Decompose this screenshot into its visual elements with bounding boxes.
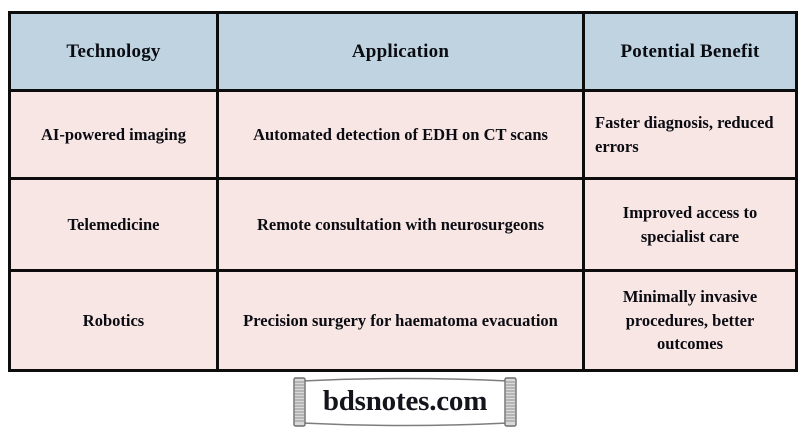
- table-row: Telemedicine Remote consultation with ne…: [8, 177, 798, 272]
- watermark-text: bdsnotes.com: [322, 384, 488, 417]
- cell-benefit: Faster diagnosis, reduced errors: [582, 89, 798, 180]
- table-header: Technology Application Potential Benefit: [8, 11, 798, 92]
- table-body: AI-powered imaging Automated detection o…: [8, 89, 798, 372]
- table-container: Technology Application Potential Benefit…: [8, 11, 798, 372]
- cell-application: Automated detection of EDH on CT scans: [216, 89, 585, 180]
- cell-benefit: Minimally invasive procedures, better ou…: [582, 269, 798, 372]
- cell-technology: AI-powered imaging: [8, 89, 219, 180]
- column-header-potential-benefit: Potential Benefit: [582, 11, 798, 92]
- cell-technology: Robotics: [8, 269, 219, 372]
- table-row: Robotics Precision surgery for haematoma…: [8, 269, 798, 372]
- cell-application: Precision surgery for haematoma evacuati…: [216, 269, 585, 372]
- column-header-application: Application: [216, 11, 585, 92]
- technology-application-benefit-table: Technology Application Potential Benefit…: [8, 11, 798, 372]
- table-row: AI-powered imaging Automated detection o…: [8, 89, 798, 180]
- scroll-banner-icon: [293, 377, 517, 427]
- scroll-banner: bdsnotes.com: [288, 372, 522, 432]
- cell-technology: Telemedicine: [8, 177, 219, 272]
- site-watermark: bdsnotes.com: [0, 369, 810, 435]
- table-header-row: Technology Application Potential Benefit: [8, 11, 798, 92]
- cell-application: Remote consultation with neurosurgeons: [216, 177, 585, 272]
- column-header-technology: Technology: [8, 11, 219, 92]
- cell-benefit: Improved access to specialist care: [582, 177, 798, 272]
